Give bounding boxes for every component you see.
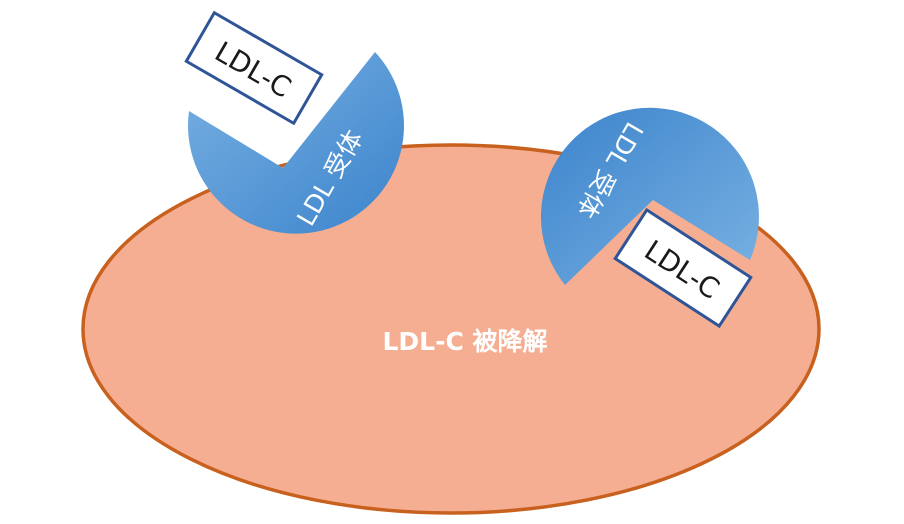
ldl-receptor-right: LDL 受体	[540, 107, 759, 285]
receptor-shape	[188, 52, 405, 234]
ldl-c-box-left: LDL-C	[184, 10, 324, 126]
receptor-shape	[540, 107, 759, 285]
cell-label: LDL-C 被降解	[382, 327, 547, 356]
ligand-box	[184, 10, 324, 126]
ligand-box	[613, 207, 753, 329]
ldl-receptor-left: LDL 受体	[188, 52, 405, 234]
